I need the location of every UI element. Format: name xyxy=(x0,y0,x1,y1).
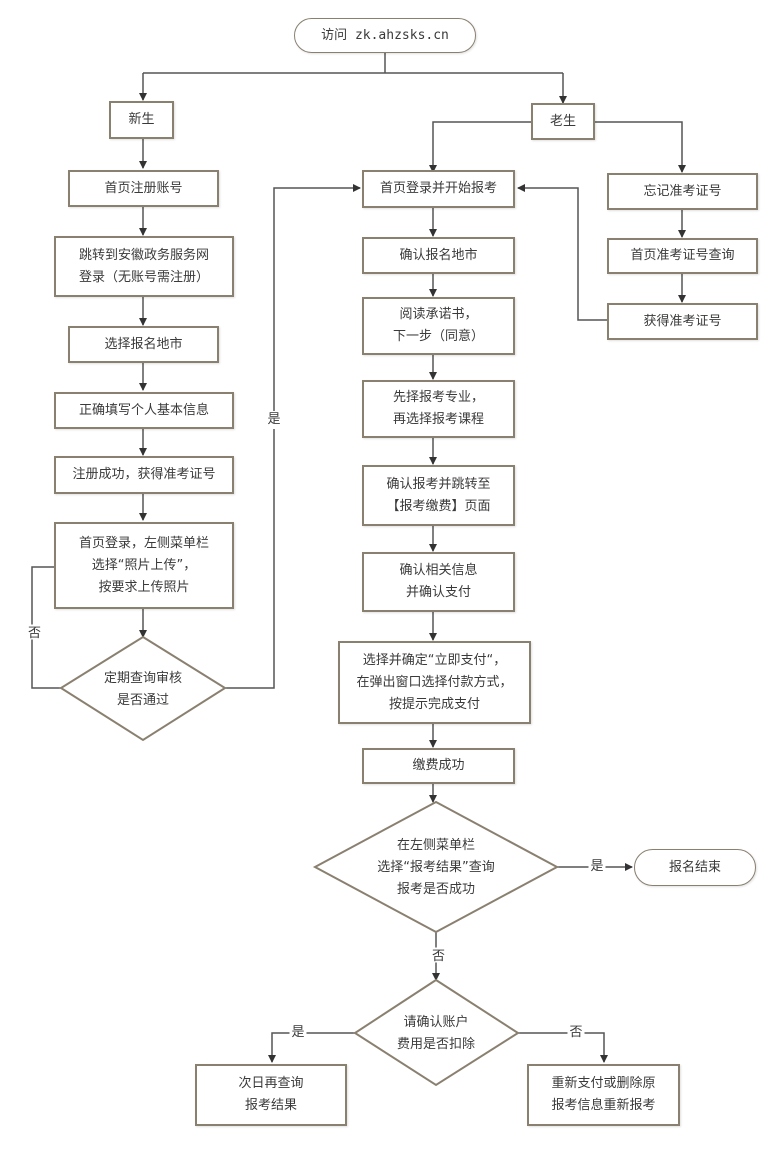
step-login-start: 首页登录并开始报考 xyxy=(362,170,515,208)
step-select-city: 选择报名地市 xyxy=(68,326,219,363)
edge-review-yes xyxy=(225,184,361,689)
step-pay-success: 缴费成功 xyxy=(362,748,515,784)
step-pay-now: 选择并确定“立即支付“， 在弹出窗口选择付款方式， 按提示完成支付 xyxy=(338,641,531,724)
edge-old-left xyxy=(429,121,533,173)
step-confirm-city: 确认报名地市 xyxy=(362,237,515,274)
step-forgot-ticket: 忘记准考证号 xyxy=(607,173,758,210)
step-fill-info: 正确填写个人基本信息 xyxy=(54,392,234,429)
step-anhui-gov-login: 跳转到安徽政务服务网 登录（无账号需注册） xyxy=(54,236,234,297)
edge-deduct-no xyxy=(518,1032,608,1063)
step-read-promise: 阅读承诺书， 下一步（同意） xyxy=(362,297,515,355)
decision-review-label: 定期查询审核 是否通过 xyxy=(103,671,183,708)
edge-deduct-yes xyxy=(268,1032,355,1063)
edge-label-review-yes: 是 xyxy=(265,411,283,429)
edge-old-right xyxy=(593,121,686,173)
step-confirm-apply: 确认报考并跳转至 【报考缴费】页面 xyxy=(362,465,515,526)
outcome-repay-or-reapply: 重新支付或删除原 报考信息重新报考 xyxy=(527,1064,680,1126)
edge-label-review-no: 否 xyxy=(22,624,42,640)
edge-got-back xyxy=(517,184,607,321)
start-node: 访问 zk.ahzsks.cn xyxy=(294,18,476,53)
step-select-courses: 先择报考专业， 再选择报考课程 xyxy=(362,380,515,438)
decision-deduct-shape xyxy=(353,978,520,1087)
new-student-node: 新生 xyxy=(109,101,174,139)
edge-label-deduct-yes: 是 xyxy=(289,1024,307,1042)
step-got-ticket: 获得准考证号 xyxy=(607,303,758,340)
step-photo-upload: 首页登录，左侧菜单栏 选择“照片上传”， 按要求上传照片 xyxy=(54,522,234,609)
decision-result-shape xyxy=(312,800,560,934)
step-register-account: 首页注册账号 xyxy=(68,170,219,207)
outcome-next-day-query: 次日再查询 报考结果 xyxy=(195,1064,347,1126)
decision-review-shape xyxy=(59,635,227,742)
decision-result-label: 在左侧菜单栏 选择“报考结果”查询 报考是否成功 xyxy=(377,838,495,897)
old-student-node: 老生 xyxy=(531,103,595,140)
edge-label-result-yes: 是 xyxy=(588,858,606,876)
step-register-success: 注册成功，获得准考证号 xyxy=(54,456,234,494)
step-confirm-pay: 确认相关信息 并确认支付 xyxy=(362,552,515,612)
decision-deduct-label: 请确认账户 费用是否扣除 xyxy=(396,1015,476,1052)
edge-label-deduct-no: 否 xyxy=(567,1024,585,1042)
end-node: 报名结束 xyxy=(634,849,756,886)
edge-label-result-no: 否 xyxy=(426,947,446,963)
step-query-ticket: 首页准考证号查询 xyxy=(607,238,758,274)
